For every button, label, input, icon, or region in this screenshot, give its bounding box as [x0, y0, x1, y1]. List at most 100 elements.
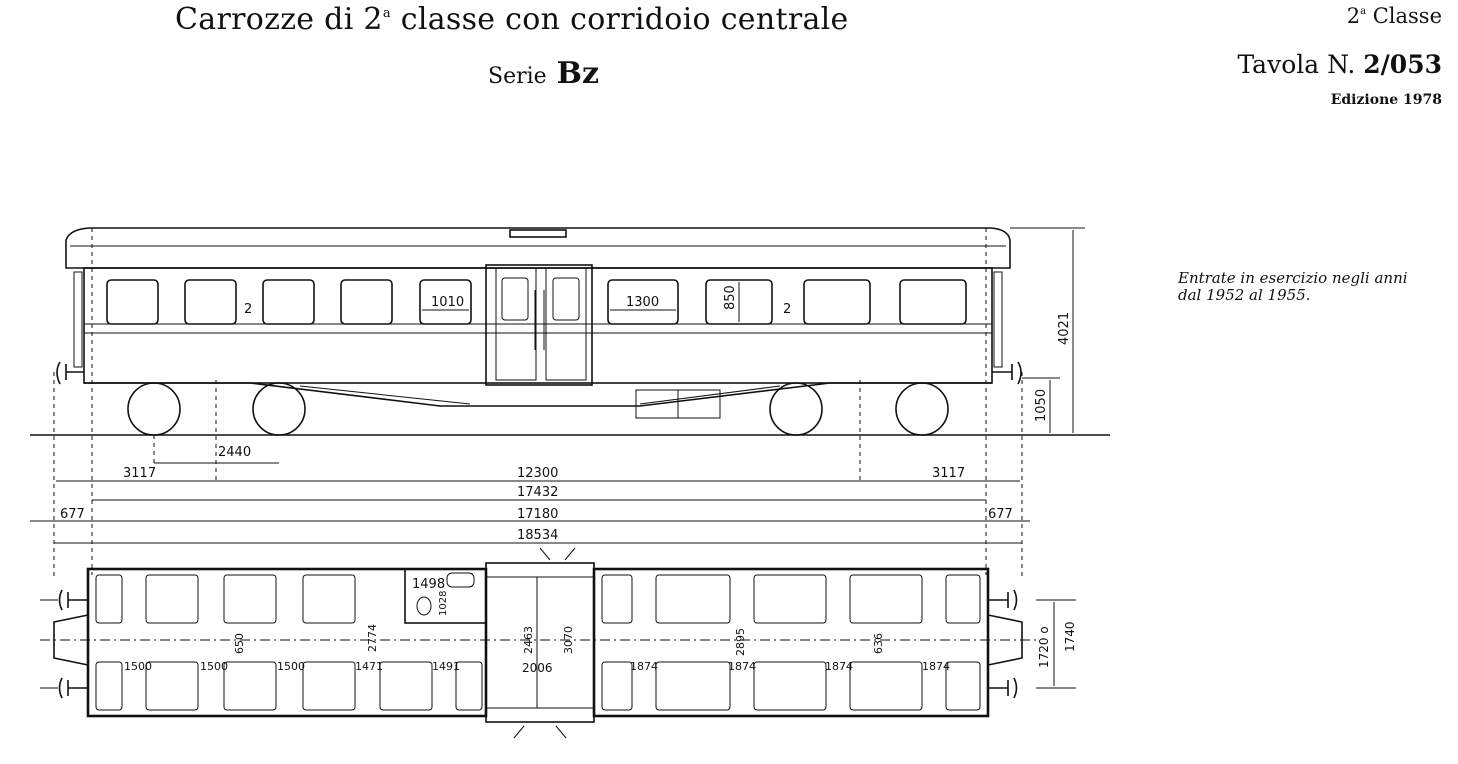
window-height-label: 850 [723, 285, 738, 310]
frame-length-label: 17180 [517, 507, 558, 522]
underframe-truss [639, 385, 781, 405]
bogie-pitch-label: 12300 [517, 466, 558, 481]
vestibule [485, 562, 595, 723]
buffer-left-label: 677 [60, 507, 85, 522]
buffer-left [56, 361, 84, 385]
class-number: 2 [1346, 4, 1361, 28]
door-swing-mark [513, 725, 525, 739]
buffer-spacing-label-2: 1740 [1063, 621, 1077, 652]
buffer-plan [58, 677, 88, 699]
bay-label: 1500 [200, 660, 228, 673]
class-mark-left: 2 [244, 302, 252, 317]
seat [753, 661, 827, 711]
wc-length-label: 1498 [412, 577, 445, 592]
table-label: Tavola N. [1237, 50, 1356, 79]
buffer-plan [58, 589, 88, 611]
window [419, 279, 472, 325]
toilet-bowl [416, 596, 432, 616]
seat [379, 661, 433, 711]
window [705, 279, 773, 325]
table-line: Tavola N. 2/053 [1237, 50, 1442, 79]
buffer-spacing-label: 1720 o [1037, 626, 1051, 668]
title-prefix: Carrozze di 2 [175, 2, 383, 37]
side-elevation: 2 2 1010 1300 850 4021 1050 [30, 227, 1110, 436]
car-body [83, 267, 993, 384]
door-swing-mark [555, 725, 567, 739]
seat [849, 661, 923, 711]
entrance-doors [485, 264, 593, 386]
seat [753, 574, 827, 624]
overhang-right-label: 3117 [932, 466, 965, 481]
buffer-height-label: 1050 [1034, 389, 1049, 422]
seat [145, 661, 199, 711]
wheel [127, 382, 181, 436]
underframe-truss [299, 385, 471, 405]
edition-label: Edizione 1978 [1330, 92, 1442, 108]
seat [601, 574, 633, 624]
end-pillar-right [993, 271, 1003, 368]
page-title: Carrozze di 2a classe con corridoio cent… [175, 2, 849, 37]
buffer-right [992, 361, 1022, 385]
seat [945, 574, 981, 624]
door-leaf-left [495, 267, 537, 381]
seat [223, 574, 277, 624]
door-window-left [501, 277, 529, 321]
toilet-compartment [404, 568, 487, 624]
aisle-width-label: 650 [233, 633, 246, 654]
wheelbase-label: 2440 [218, 445, 251, 460]
door-swing-mark [539, 547, 551, 561]
seat [95, 661, 123, 711]
window [262, 279, 315, 325]
window [899, 279, 967, 325]
wheel [252, 382, 306, 436]
door-leaf-right [545, 267, 587, 381]
buffer-plan [988, 677, 1018, 699]
series-code: Bz [556, 56, 600, 91]
class-mark-right: 2 [783, 302, 791, 317]
series-label: Serie [488, 64, 547, 89]
service-note-line-2: dal 1952 al 1955. [1178, 286, 1311, 304]
end-pillar-left [73, 271, 83, 368]
vestibule-width-label: 3070 [562, 626, 575, 654]
window [803, 279, 871, 325]
seat [455, 661, 483, 711]
over-buffers-label: 18534 [517, 528, 558, 543]
bay-label: 1500 [277, 660, 305, 673]
class-label: 2a Classe [1347, 4, 1442, 28]
aisle-width-label-2: 636 [872, 633, 885, 654]
bay-label: 1874 [630, 660, 658, 673]
vestibule-depth-label: 2463 [522, 626, 535, 654]
buffer-right-label: 677 [988, 507, 1013, 522]
door-window-right [552, 277, 580, 321]
seat [655, 574, 731, 624]
door-swing-mark [564, 547, 576, 561]
bay-label: 1491 [432, 660, 460, 673]
dimension-lines: 2440 3117 12300 3117 17432 677 17180 677… [30, 228, 1030, 580]
body-outline-right [592, 567, 990, 718]
seat [223, 661, 277, 711]
underframe [84, 382, 992, 407]
seat [302, 574, 356, 624]
seat [95, 574, 123, 624]
wheel [769, 382, 823, 436]
table-number: 2/053 [1363, 50, 1442, 79]
seat [302, 661, 356, 711]
series-line: Serie Bz [488, 56, 599, 91]
height-total-label: 4021 [1057, 312, 1072, 345]
bay-label: 1874 [728, 660, 756, 673]
title-suffix: classe con corridoio centrale [390, 2, 849, 37]
buffer-plan [988, 589, 1018, 611]
bay-label: 1471 [355, 660, 383, 673]
bay-label: 1874 [922, 660, 950, 673]
window [184, 279, 237, 325]
inner-width-label: 2895 [734, 628, 747, 656]
roof [65, 227, 1011, 269]
title-superscript: a [382, 6, 391, 21]
wc-width-label: 1028 [438, 591, 449, 616]
bay-label: 1500 [124, 660, 152, 673]
plan-view: 1498 1028 [40, 547, 1077, 739]
window [607, 279, 679, 325]
class-word: Classe [1366, 4, 1442, 28]
